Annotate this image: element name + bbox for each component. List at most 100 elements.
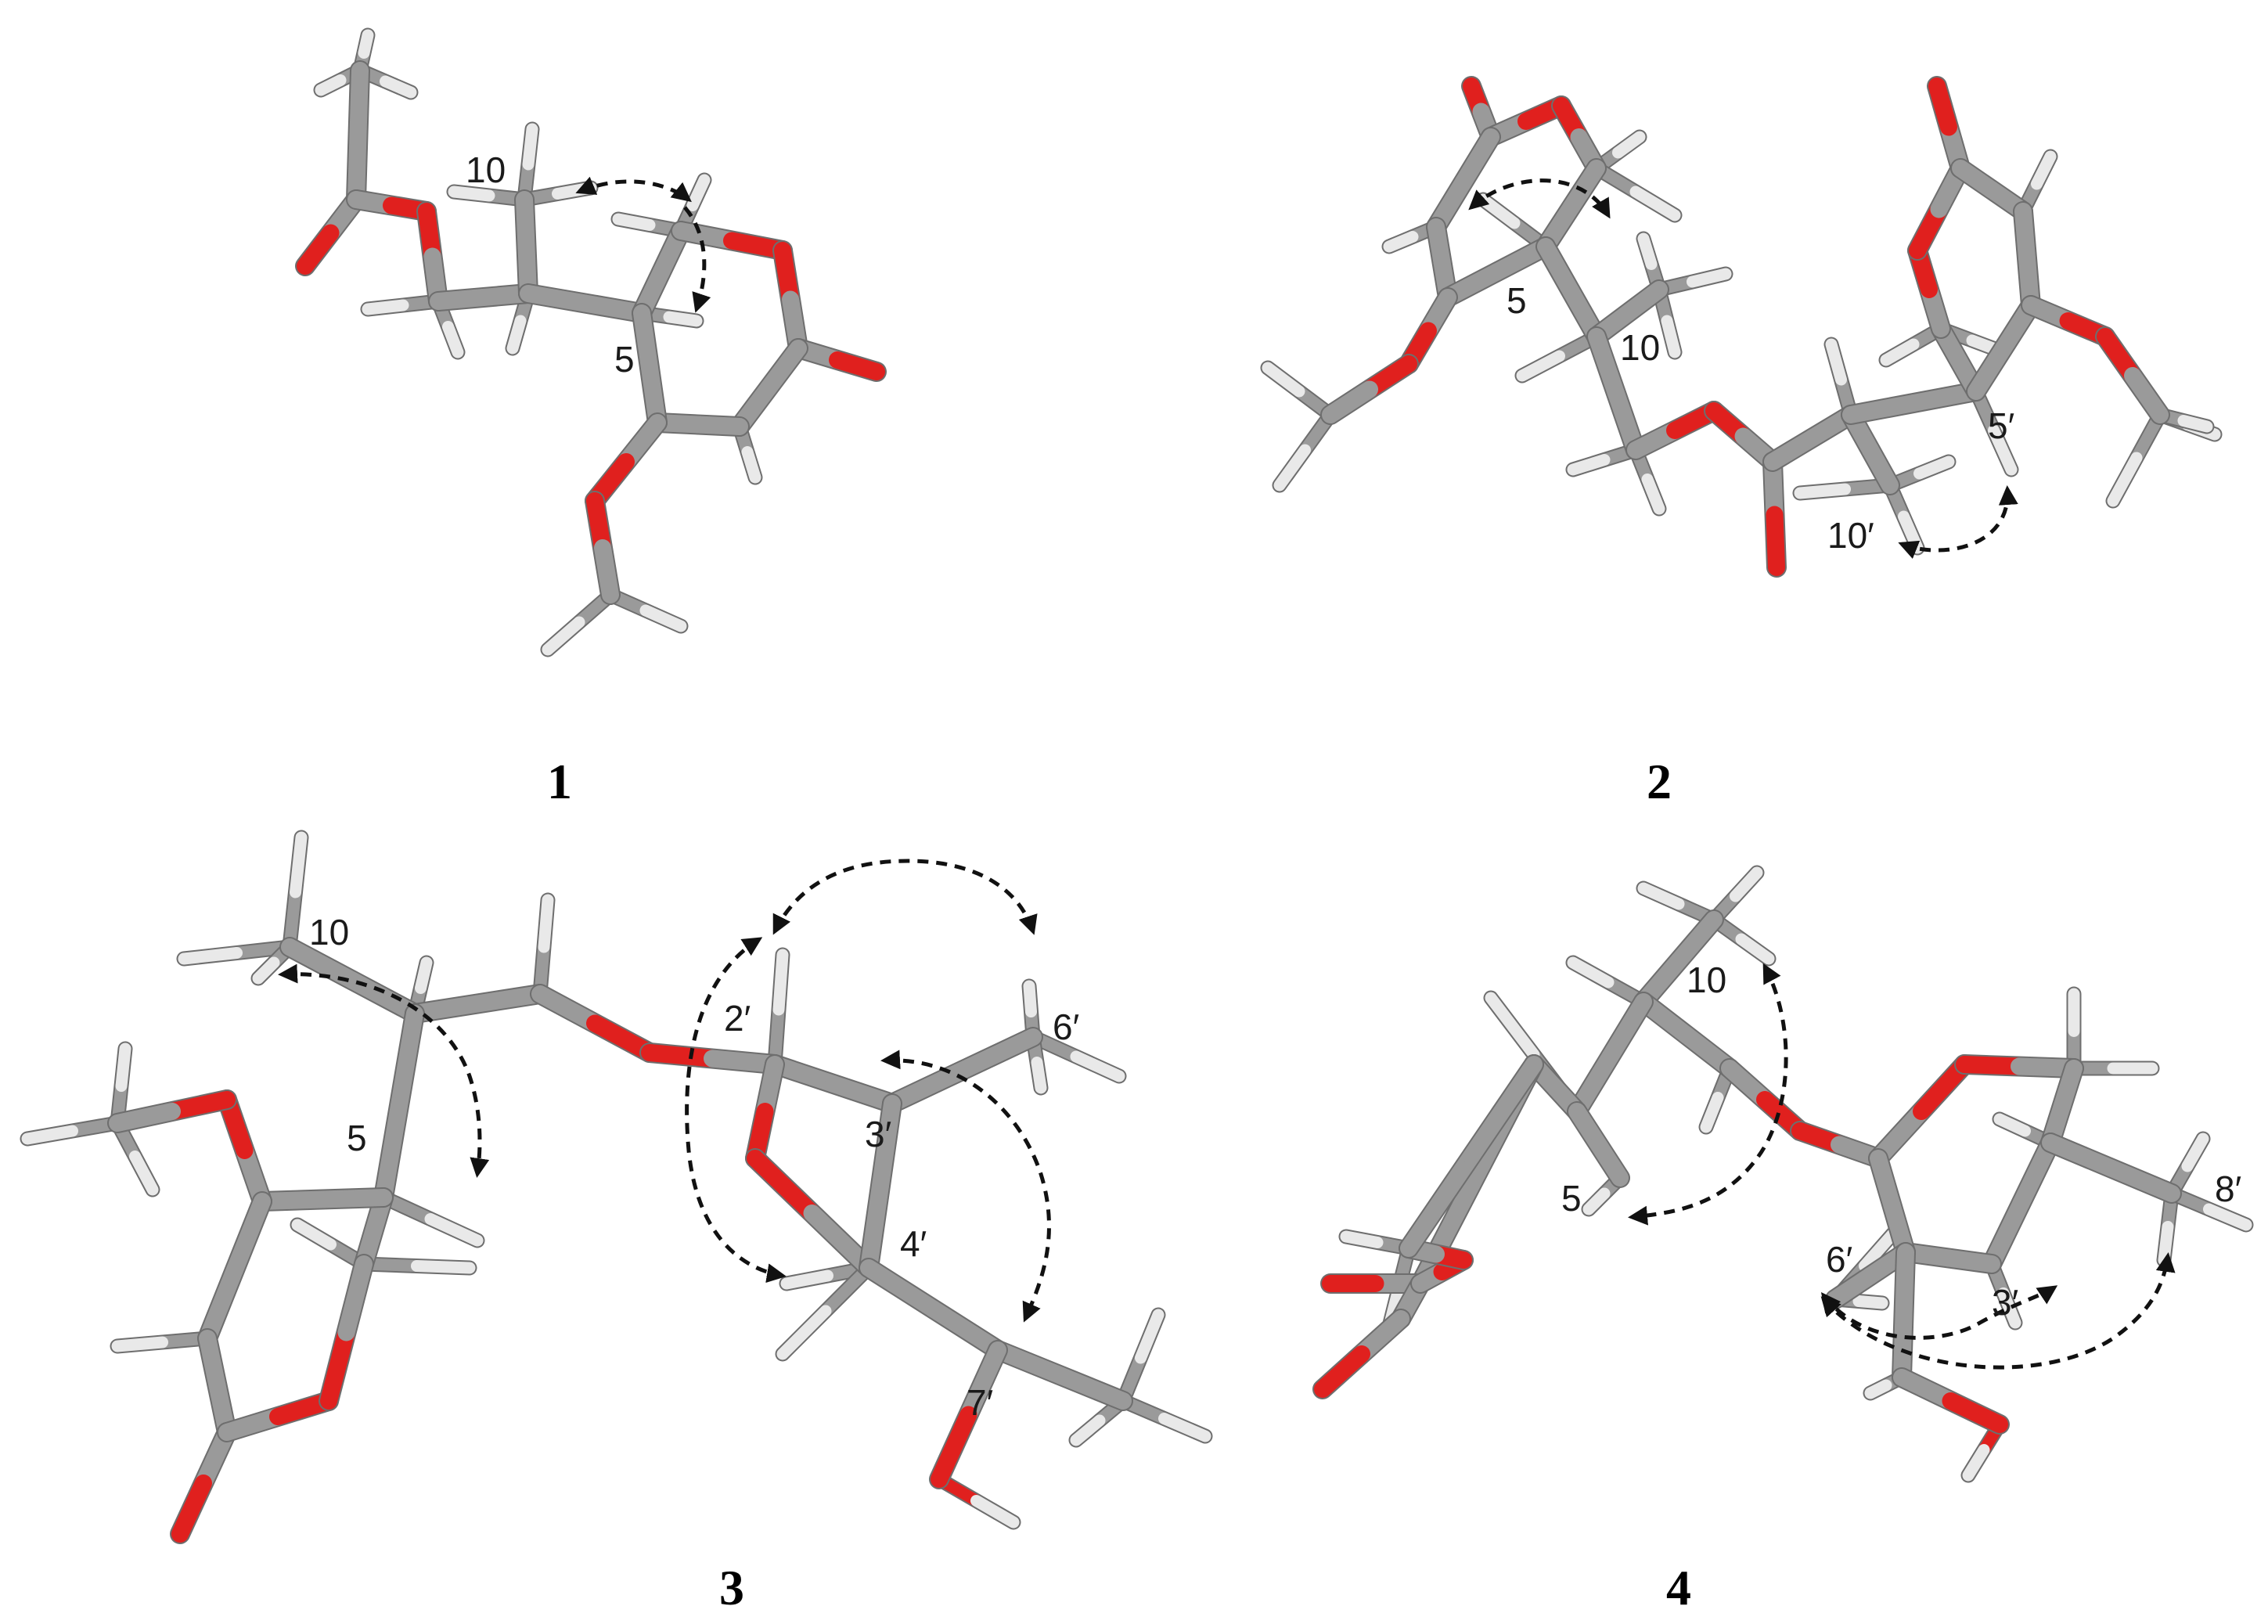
bond-half-c <box>959 1341 1006 1424</box>
bond-half-h <box>1629 185 1681 221</box>
structure-2-noe-arrows <box>1468 178 2018 560</box>
atom-label-5-prime: 5′ <box>1988 405 2014 446</box>
noe-arrow-h2p-h4p <box>685 937 787 1284</box>
bond-half-h <box>1637 232 1658 270</box>
bond-half-c <box>349 62 369 144</box>
bond-half-c <box>531 985 603 1032</box>
bond-half-c <box>347 126 367 208</box>
bond-half-o <box>747 1150 821 1222</box>
bond-half-o <box>1766 506 1785 576</box>
bond-half-c <box>2102 1159 2180 1202</box>
bond-half-c <box>520 285 594 312</box>
bond-half-c <box>1670 911 1723 970</box>
bond-half-h <box>1730 866 1763 902</box>
bond-half-o <box>1942 1392 2008 1433</box>
bond-half-h <box>442 321 464 358</box>
bond-half-h <box>1637 882 1685 910</box>
bond-half-c <box>1537 238 1580 301</box>
bond-half-h <box>1262 362 1305 398</box>
bond-half-h <box>178 947 243 965</box>
bond-half-c <box>1870 1103 1930 1167</box>
bond-half-h <box>1383 231 1419 253</box>
bond-half-c <box>1589 1136 1629 1186</box>
bond-half-c <box>1588 328 1625 402</box>
bond-half-o <box>171 1475 212 1543</box>
bond-half-h <box>358 29 374 59</box>
atom-label-10: 10 <box>466 149 506 190</box>
compound-label-3: 3 <box>719 1560 744 1615</box>
bond-half-h <box>1582 1187 1611 1215</box>
bond-half-c <box>633 304 658 376</box>
bond-half-h <box>1661 315 1681 358</box>
bond-half-c <box>218 1408 286 1441</box>
bond-half-c <box>337 1255 373 1341</box>
bond-half-c <box>1568 1048 1619 1120</box>
structure-1-noe-arrows <box>575 176 711 313</box>
bond-half-h <box>1962 1444 1990 1482</box>
bond-half-o <box>829 351 885 380</box>
bond-half-c <box>2124 367 2169 423</box>
compound-label-2: 2 <box>1647 754 1672 809</box>
bond-half-c <box>884 1061 971 1112</box>
bond-half-c <box>1412 1165 1486 1292</box>
compound-label-4: 4 <box>1666 1560 1691 1615</box>
bond-half-o <box>1956 1056 2028 1075</box>
bond-half-h <box>448 185 495 202</box>
bond-half-h <box>663 311 703 327</box>
structure-4-noe-arrows <box>1628 963 2176 1370</box>
bond-half-c <box>672 222 740 250</box>
bond-half-c <box>1322 380 1378 423</box>
bond-half-h <box>522 123 538 171</box>
bond-half-h <box>2177 415 2213 433</box>
bond-half-h <box>542 616 585 656</box>
bond-half-h <box>2107 452 2143 507</box>
atom-label-7-prime: 7′ <box>967 1382 993 1423</box>
bond-half-o <box>586 1014 658 1061</box>
bond-half-h <box>21 1125 78 1145</box>
bond-half-h <box>1880 338 1920 366</box>
bond-half-h <box>362 299 409 315</box>
noe-arrow-h6p-h8p <box>1820 1252 2176 1370</box>
bond-half-o <box>641 1044 721 1068</box>
atom-label-3-prime: 3′ <box>865 1114 891 1154</box>
atom-label-5: 5 <box>347 1118 367 1158</box>
structure-3-noe-arrows <box>278 859 1051 1323</box>
bond-half-h <box>741 446 761 484</box>
noe-arrow-h5a-h5b <box>683 206 711 313</box>
bond-half-c <box>199 1261 243 1347</box>
bond-half-h <box>772 949 789 1016</box>
bond-half-h <box>776 1305 832 1360</box>
bond-half-h <box>1516 350 1565 382</box>
bond-half-o <box>1913 1056 1973 1120</box>
bond-half-h <box>1612 131 1646 159</box>
bond-half-c <box>1400 1147 1480 1257</box>
bond-half-h <box>970 1495 1020 1529</box>
bond-half-h <box>2031 150 2057 190</box>
bond-half-h <box>1794 483 1851 499</box>
bond-half-c <box>924 1300 1006 1359</box>
atom-label-10: 10 <box>1687 960 1726 1000</box>
bond-half-h <box>506 315 527 355</box>
atom-label-5: 5 <box>1507 280 1527 321</box>
bond-half-h <box>612 213 656 231</box>
noe-arrow-h10-h5 <box>1628 963 1788 1226</box>
bond-half-h <box>639 604 687 632</box>
noe-arrow-h3p-h7p <box>880 1050 1051 1323</box>
bond-half-h <box>1023 980 1037 1017</box>
bond-half-h <box>1031 1057 1047 1094</box>
noe-arrow-h10-h5a <box>575 176 692 203</box>
structure-4: 10 5 6′ 3′ 8′ 4 <box>1312 865 2254 1615</box>
bond-half-h <box>115 1042 131 1092</box>
bond-half-c <box>1619 281 1668 322</box>
structure-4-bonds <box>1312 865 2254 1483</box>
bond-half-h <box>291 1219 337 1251</box>
atom-label-4-prime: 4′ <box>900 1223 927 1264</box>
bond-half-h <box>1567 454 1611 476</box>
bond-half-h <box>780 1269 833 1290</box>
noe-arrow-h2p-h6p <box>772 859 1038 935</box>
bond-half-o <box>1314 1345 1370 1398</box>
bond-half-c <box>391 1005 423 1114</box>
noe-arrow-h10p-h5p <box>1898 485 2018 560</box>
bond-half-h <box>1864 1379 1892 1399</box>
